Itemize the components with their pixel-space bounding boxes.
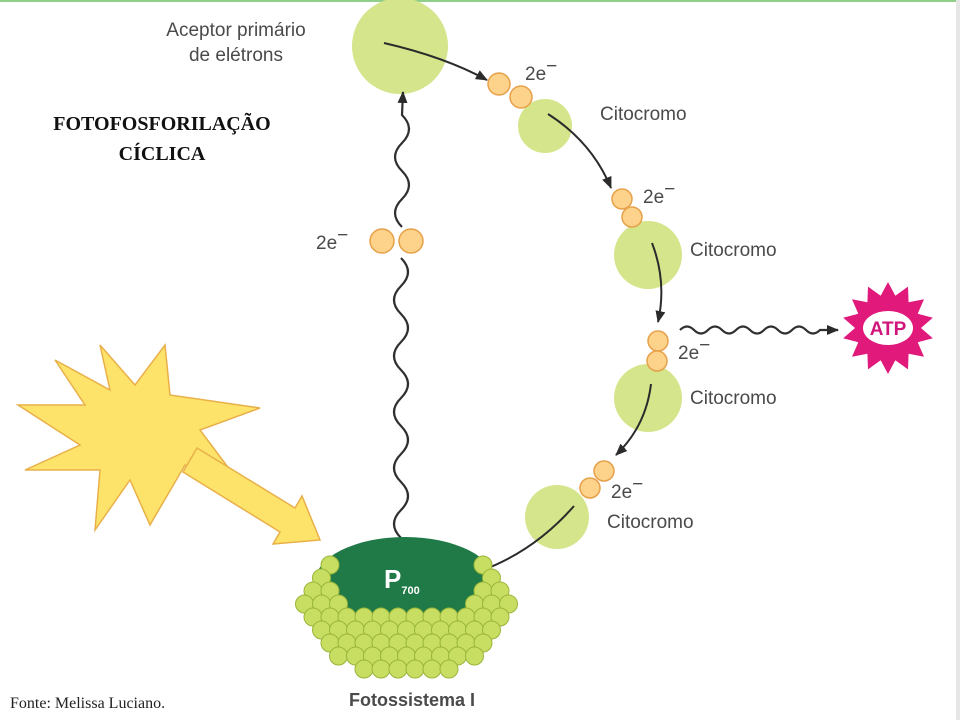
cytochrome-2-label: Citocromo: [690, 240, 777, 261]
electron-label-left: 2e−: [316, 225, 348, 254]
photosystem-label: Fotossistema I: [349, 690, 475, 710]
antenna-pigment-sphere: [439, 659, 459, 679]
arrow-cytochrome-3-to-4: [615, 383, 652, 456]
arrow-cytochrome-1-to-2: [547, 113, 612, 189]
antenna-pigment-sphere: [422, 659, 442, 679]
antenna-pigment-sphere: [371, 659, 391, 679]
electron: [646, 350, 668, 372]
antenna-pigment-sphere: [354, 659, 374, 679]
excited-electron-wave-upper: [393, 91, 411, 228]
electron-label-2: 2e−: [643, 179, 675, 208]
antenna-pigment-sphere: [465, 646, 484, 666]
antenna-pigment-sphere: [329, 646, 348, 666]
electron-pair-2: [611, 188, 643, 228]
electron-pair-1: [487, 72, 533, 109]
sun-icon: [15, 343, 261, 533]
antenna-pigment-sphere: [405, 659, 425, 679]
p700-reaction-center: [315, 537, 495, 627]
electron: [398, 228, 424, 254]
source-credit: Fonte: Melissa Luciano.: [10, 695, 165, 712]
acceptor-label-line-1: Aceptor primário: [166, 20, 305, 41]
light-arrow: [181, 446, 322, 545]
title-line-1: FOTOFOSFORILAÇÃO: [53, 112, 270, 135]
arrow-acceptor-to-cytochrome-1: [383, 42, 488, 81]
electron: [593, 460, 615, 482]
electron: [369, 228, 395, 254]
cytochrome-4: [525, 485, 589, 549]
photosystem-i: P700: [295, 537, 518, 679]
excited-electron-wave-lower: [392, 257, 410, 539]
right-border: [956, 0, 960, 720]
title-line-2: CÍCLICA: [119, 142, 206, 165]
antenna-pigment-sphere: [388, 659, 408, 679]
cytochrome-1-label: Citocromo: [600, 104, 687, 125]
electron: [487, 72, 511, 96]
atp-energy-wave-arrow: [679, 325, 839, 335]
p700-label: P700: [384, 564, 420, 597]
arrow-cytochrome-2-to-3: [651, 242, 666, 323]
cytochrome-1: [518, 99, 572, 153]
electron: [621, 206, 643, 228]
electron-label-3: 2e−: [678, 335, 710, 364]
electron-pair-4: [579, 460, 615, 499]
electron: [509, 85, 533, 109]
atp-label-background: [863, 311, 913, 345]
atp-label: ATP: [870, 319, 907, 340]
electron: [611, 188, 633, 210]
acceptor-label-line-2: de elétrons: [189, 45, 283, 66]
electron-pair-3: [646, 330, 669, 372]
antenna-complex: [295, 555, 518, 679]
electron: [579, 477, 601, 499]
electron: [647, 330, 669, 352]
electron-pair-left: [369, 228, 424, 254]
top-border: [0, 0, 960, 2]
cytochrome-2: [614, 221, 682, 289]
cytochrome-4-label: Citocromo: [607, 512, 694, 533]
cytochrome-3-label: Citocromo: [690, 388, 777, 409]
electron-label-4: 2e−: [611, 474, 643, 503]
electron-label-1: 2e−: [525, 56, 557, 85]
